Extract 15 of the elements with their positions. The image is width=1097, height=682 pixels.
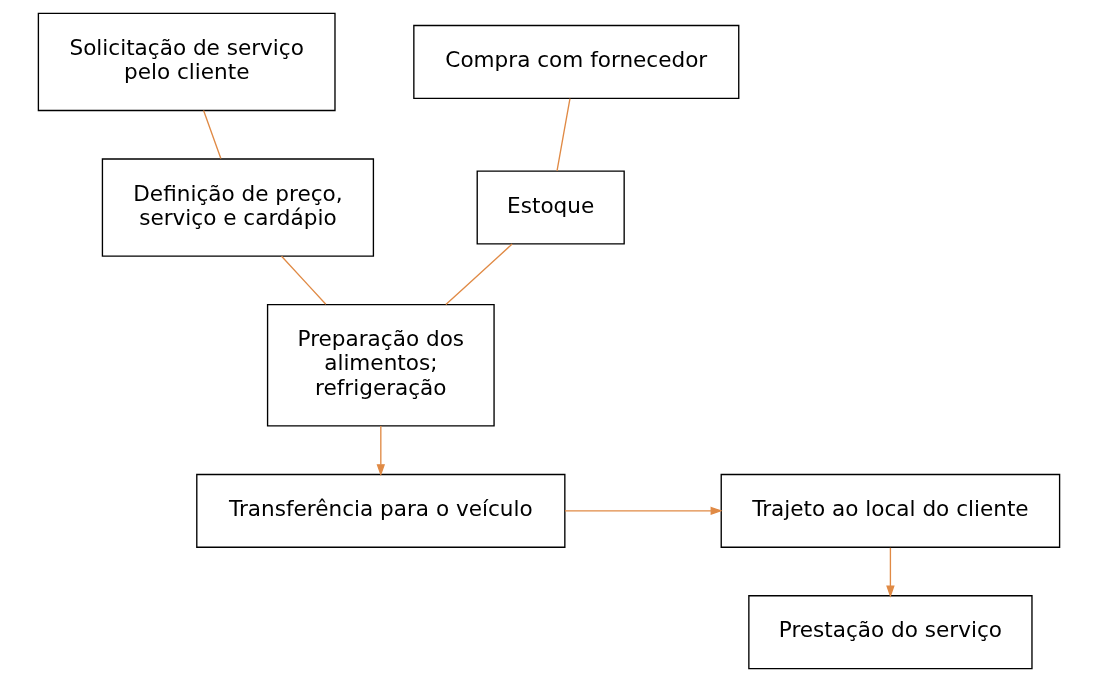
node-box: Estoque [476,170,625,245]
arrow [885,547,895,598]
connector [280,255,326,305]
node-box: Preparação dos alimentos; refrigeração [266,303,495,427]
node-box: Transferência para o veículo [195,473,565,548]
node-box: Solicitação de serviço pelo cliente [37,12,336,112]
connector [555,97,571,172]
arrow [376,425,385,477]
connector [202,109,222,160]
arrow [563,506,723,516]
node-box: Prestação do serviço [747,595,1033,670]
connector [444,243,513,306]
node-box: Trajeto ao local do cliente [720,473,1060,548]
node-box: Compra com fornecedor [412,24,739,99]
node-box: Definição de preço, serviço e cardápio [101,158,374,257]
